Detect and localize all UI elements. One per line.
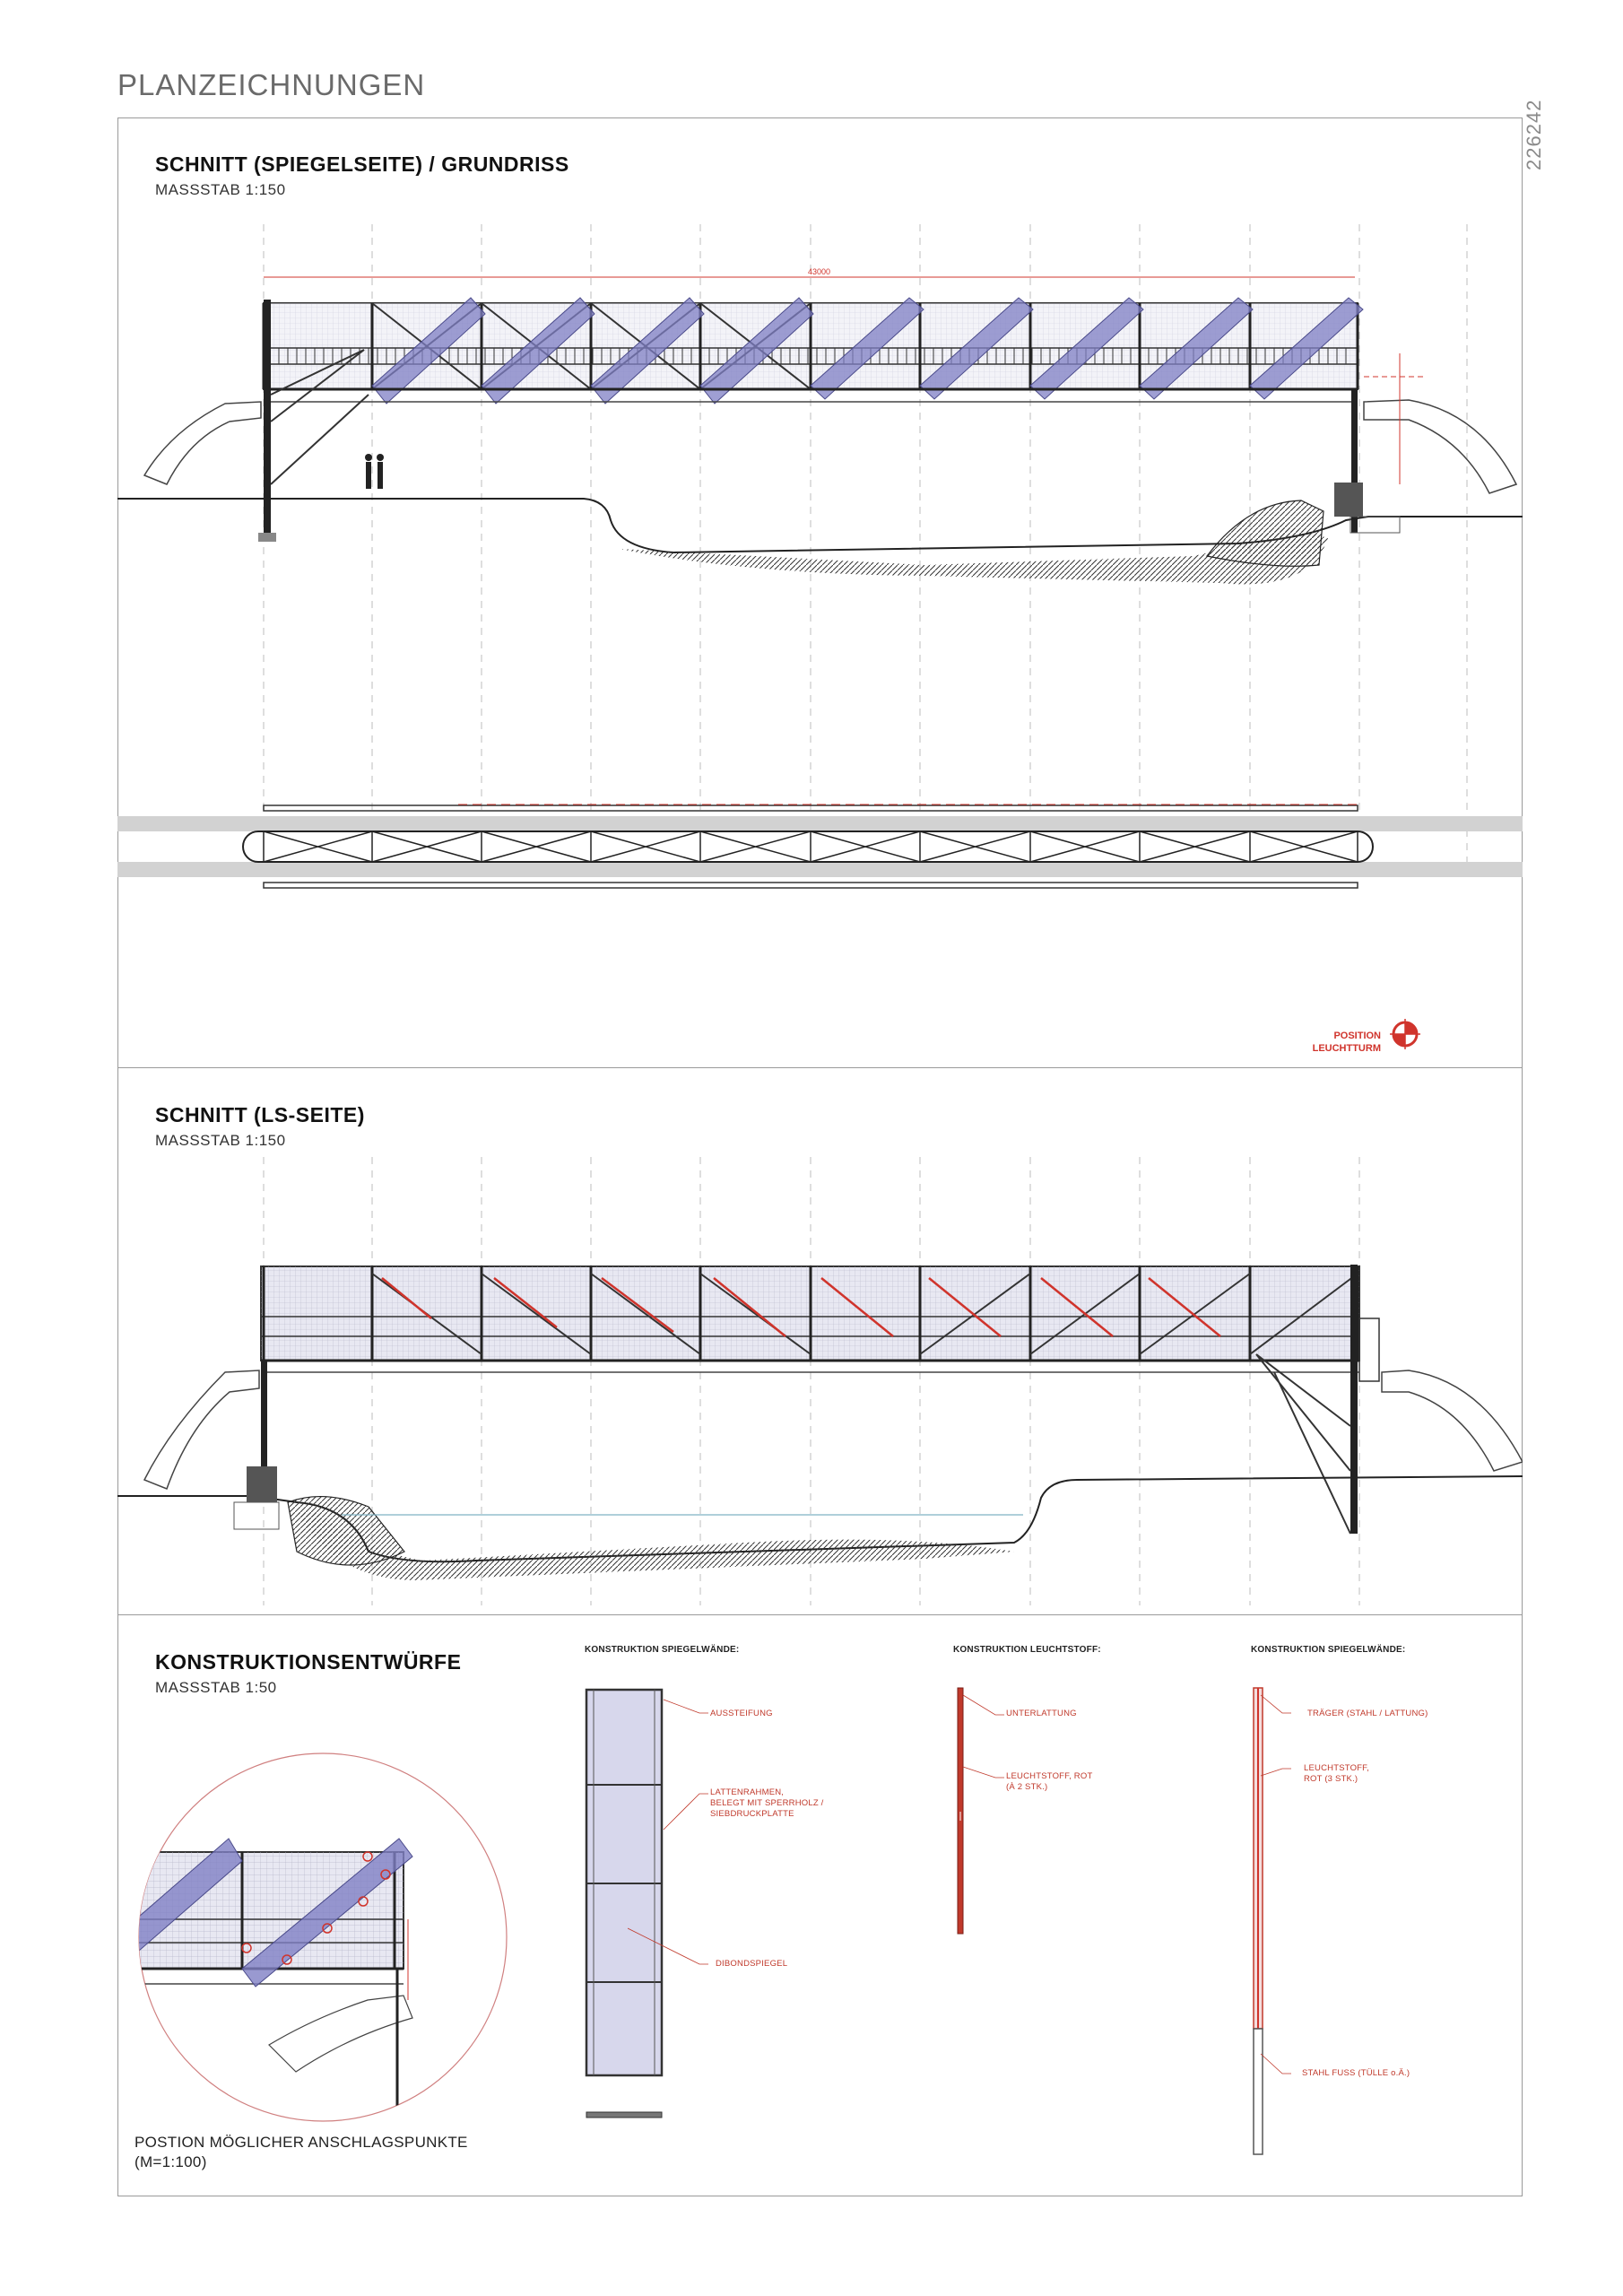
col1-label-2: LATTENRAHMEN, BELEGT MIT SPERRHOLZ / SIE… [710, 1787, 824, 1820]
section3-title: KONSTRUKTIONSENTWÜRFE [155, 1650, 462, 1674]
col2-label-1: UNTERLATTUNG [1006, 1709, 1077, 1718]
section2-title: SCHNITT (LS-SEITE) [155, 1103, 365, 1126]
section1-plan-drawing [117, 804, 1523, 889]
col3-label-2: LEUCHTSTOFF, ROT (3 STK.) [1304, 1763, 1369, 1785]
col3-label-3: STAHL FUSS (TÜLLE o.Ä.) [1302, 2068, 1410, 2078]
support-construction-drawing [1253, 1687, 1291, 2155]
section2-elevation-drawing [117, 1157, 1523, 1605]
note-line-1: POSTION MÖGLICHER ANSCHLAGSPUNKTE [135, 2134, 468, 2151]
col3-label-1: TRÄGER (STAHL / LATTUNG) [1307, 1709, 1428, 1718]
note-line-2: (M=1:100) [135, 2153, 207, 2170]
section1-elevation-drawing: 43000 [117, 224, 1523, 870]
mirror-wall-construction-drawing [585, 1688, 664, 2118]
section2-scale: MASSSTAB 1:150 [155, 1132, 286, 1149]
anchor-points-detail [138, 1752, 508, 2122]
position-marker-icon [1390, 1019, 1420, 1049]
side-number: 226242 [1523, 99, 1545, 170]
col2-label-2b: (À 2 STK.) [1006, 1782, 1048, 1792]
fluorescent-construction-drawing [957, 1687, 1004, 1935]
drawing-frame [117, 117, 1523, 2196]
col1-label-3: DIBONDSPIEGEL [716, 1959, 788, 1969]
anchor-points-note: POSTION MÖGLICHER ANSCHLAGSPUNKTE (M=1:1… [135, 2133, 468, 2172]
col2-label-2a: LEUCHTSTOFF, ROT [1006, 1771, 1093, 1781]
col3-heading: KONSTRUKTION SPIEGELWÄNDE: [1251, 1645, 1406, 1655]
col1-label-2b: BELEGT MIT SPERRHOLZ / [710, 1798, 824, 1808]
divider-2 [117, 1614, 1523, 1615]
col1-leader-lines [628, 1699, 708, 1965]
position-label-1: POSITION [1333, 1031, 1381, 1041]
divider-1 [117, 1067, 1523, 1068]
col1-label-2c: SIEBDRUCKPLATTE [710, 1809, 794, 1819]
position-label-2: LEUCHTTURM [1312, 1043, 1381, 1054]
col3-label-2b: ROT (3 STK.) [1304, 1774, 1358, 1784]
col3-label-2a: LEUCHTSTOFF, [1304, 1763, 1369, 1773]
section1-title: SCHNITT (SPIEGELSEITE) / GRUNDRISS [155, 152, 569, 176]
col1-label-1: AUSSTEIFUNG [710, 1709, 773, 1718]
col2-heading: KONSTRUKTION LEUCHTSTOFF: [953, 1645, 1101, 1655]
page-title: PLANZEICHNUNGEN [117, 68, 426, 101]
col2-label-2: LEUCHTSTOFF, ROT (À 2 STK.) [1006, 1771, 1092, 1793]
col1-heading: KONSTRUKTION SPIEGELWÄNDE: [585, 1645, 740, 1655]
section3-scale: MASSSTAB 1:50 [155, 1679, 277, 1696]
col1-label-2a: LATTENRAHMEN, [710, 1787, 785, 1797]
dimension-text: 43000 [808, 267, 830, 276]
section1-scale: MASSSTAB 1:150 [155, 181, 286, 198]
